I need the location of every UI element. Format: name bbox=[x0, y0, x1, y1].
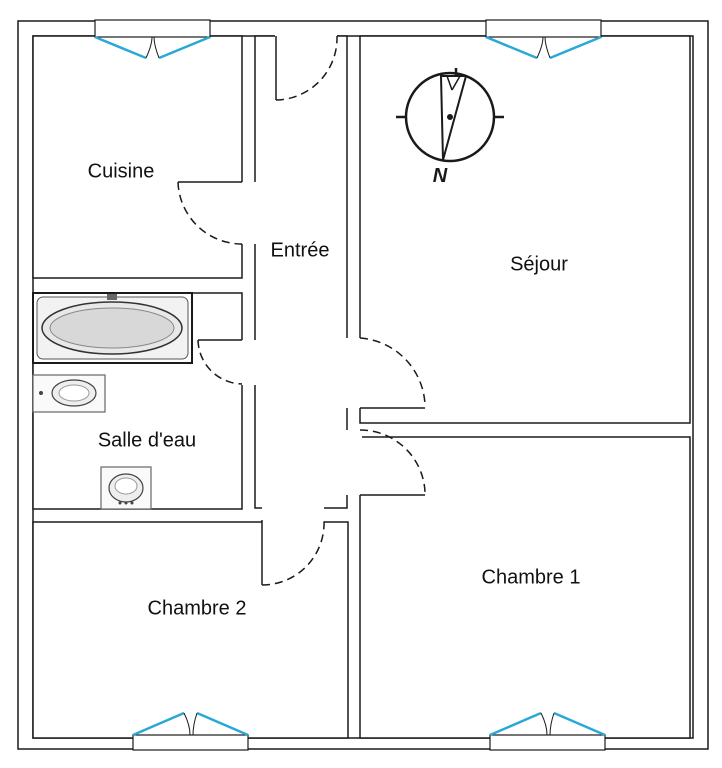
wall-sejour bbox=[359, 35, 691, 424]
room-label-chambre1: Chambre 1 bbox=[481, 566, 581, 589]
wall-cuisine bbox=[32, 35, 243, 279]
doors bbox=[177, 35, 426, 586]
window-chambre1 bbox=[489, 711, 606, 751]
washbasin-icon bbox=[32, 374, 106, 413]
compass-north-label: N bbox=[433, 165, 448, 187]
window-sejour bbox=[485, 19, 602, 60]
room-label-entree: Entrée bbox=[270, 239, 330, 262]
wall-chambre2 bbox=[32, 521, 349, 739]
window-chambre2 bbox=[132, 711, 249, 751]
room-label-cuisine: Cuisine bbox=[87, 160, 155, 183]
room-walls bbox=[32, 35, 691, 739]
compass-icon bbox=[396, 68, 504, 163]
room-label-sejour: Séjour bbox=[510, 253, 568, 276]
sink-icon bbox=[100, 466, 152, 510]
room-label-salle-eau: Salle d'eau bbox=[97, 429, 197, 452]
bathtub-icon bbox=[32, 292, 193, 364]
wall-chambre1 bbox=[359, 436, 691, 739]
wall-entree bbox=[254, 35, 348, 509]
door-openings bbox=[240, 34, 362, 524]
room-label-chambre2: Chambre 2 bbox=[147, 597, 247, 620]
window-cuisine bbox=[94, 19, 211, 60]
windows bbox=[94, 19, 606, 751]
